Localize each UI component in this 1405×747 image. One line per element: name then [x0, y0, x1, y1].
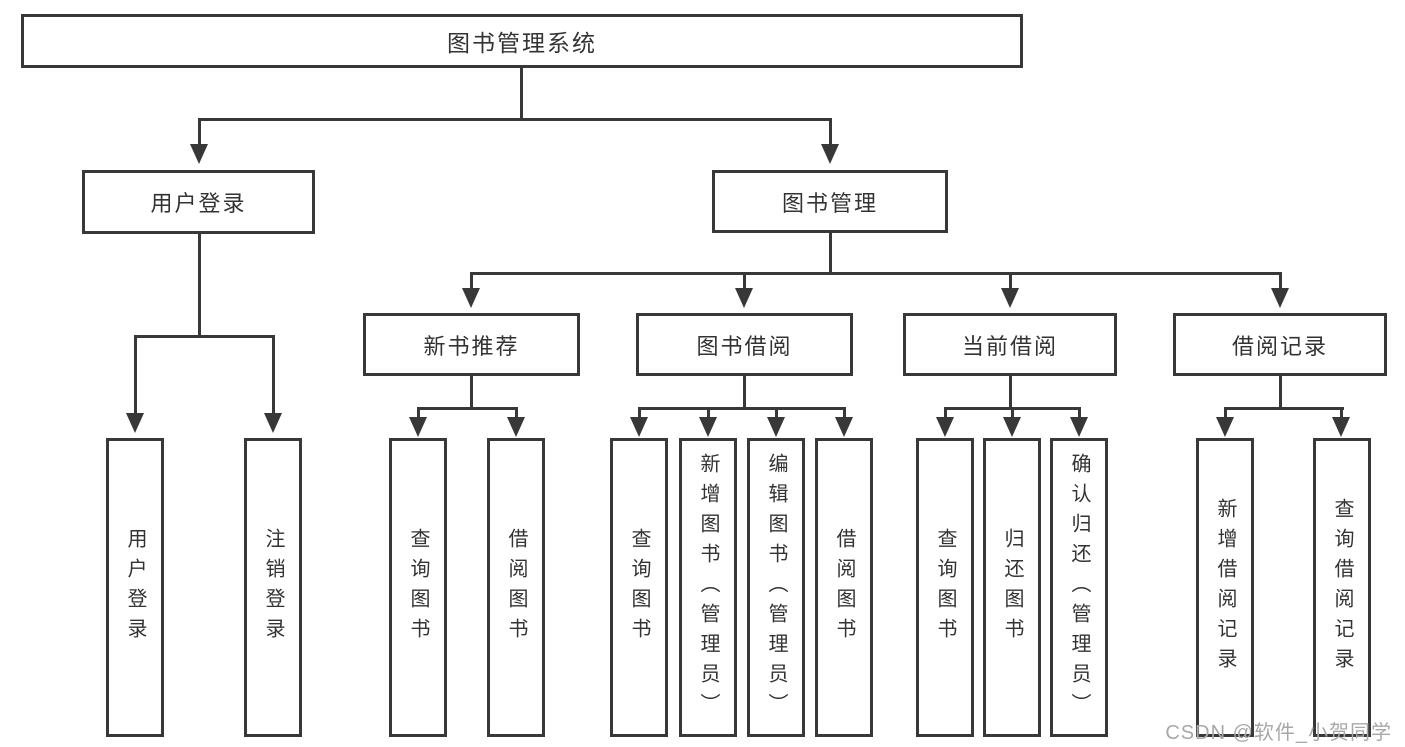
connector-line: [198, 118, 831, 121]
connector-line: [843, 407, 846, 419]
connector-line: [417, 407, 420, 419]
connector-line: [638, 407, 641, 419]
connector-line: [707, 407, 710, 419]
connector-line: [1009, 376, 1012, 410]
node-book-borrowing: 图书借阅: [636, 313, 853, 376]
connector-line: [1279, 376, 1282, 410]
arrowhead-down-icon: [1070, 417, 1088, 437]
leaf-cb-confirm-return-admin: 确认归还（管理员）: [1050, 438, 1108, 737]
leaf-logout-login: 注销登录: [244, 438, 302, 737]
node-user-login: 用户登录: [82, 170, 315, 234]
connector-line: [134, 335, 275, 338]
connector-line: [134, 335, 137, 415]
connector-line: [1340, 407, 1343, 419]
arrowhead-down-icon: [462, 288, 480, 308]
arrowhead-down-icon: [190, 144, 208, 164]
connector-line: [470, 272, 1282, 275]
arrowhead-down-icon: [126, 413, 144, 433]
leaf-bb-query-books: 查询图书: [610, 438, 668, 737]
arrowhead-down-icon: [1003, 417, 1021, 437]
connector-line: [272, 335, 275, 415]
node-label: 图书借阅: [696, 333, 793, 359]
connector-line: [743, 376, 746, 410]
node-label: 查询借阅记录: [1331, 497, 1353, 678]
connector-line: [520, 68, 523, 121]
connector-line: [743, 272, 746, 288]
connector-line: [470, 272, 473, 288]
node-library-management-system: 图书管理系统: [21, 14, 1023, 68]
node-label: 借阅图书: [505, 527, 527, 648]
arrowhead-down-icon: [699, 417, 717, 437]
node-label: 查询图书: [934, 527, 956, 648]
node-label: 借阅图书: [833, 527, 855, 648]
connector-line: [1224, 407, 1344, 410]
connector-line: [198, 118, 201, 146]
node-borrowing-records: 借阅记录: [1173, 313, 1387, 376]
connector-line: [829, 118, 832, 146]
node-label: 编辑图书（管理员）: [765, 452, 787, 723]
arrowhead-down-icon: [630, 417, 648, 437]
leaf-cb-query-books: 查询图书: [916, 438, 974, 737]
connector-line: [1078, 407, 1081, 419]
arrowhead-down-icon: [735, 288, 753, 308]
connector-line: [470, 376, 473, 410]
csdn-watermark: CSDN @软件_小贺同学: [1165, 722, 1392, 744]
connector-line: [944, 407, 947, 419]
node-label: 用户登录: [150, 191, 247, 216]
arrowhead-down-icon: [767, 417, 785, 437]
connector-line: [1224, 407, 1227, 419]
node-label: 查询图书: [407, 527, 429, 648]
leaf-bb-edit-books-admin: 编辑图书（管理员）: [747, 438, 805, 737]
connector-line: [1011, 407, 1014, 419]
node-label: 新书推荐: [423, 333, 520, 359]
leaf-br-add-borrow-record: 新增借阅记录: [1196, 438, 1254, 737]
connector-line: [1279, 272, 1282, 288]
connector-line: [829, 233, 832, 275]
connector-line: [198, 234, 201, 338]
node-label: 新增图书（管理员）: [697, 452, 719, 723]
arrowhead-down-icon: [1216, 417, 1234, 437]
node-label: 查询图书: [628, 527, 650, 648]
node-label: 用户登录: [124, 527, 146, 648]
connector-line: [638, 407, 846, 410]
leaf-bb-borrow-books: 借阅图书: [815, 438, 873, 737]
node-label: 图书管理系统: [447, 30, 597, 56]
node-current-borrowing: 当前借阅: [903, 313, 1117, 376]
arrowhead-down-icon: [409, 417, 427, 437]
node-label: 注销登录: [262, 527, 284, 648]
arrowhead-down-icon: [1001, 288, 1019, 308]
leaf-nbr-borrow-books: 借阅图书: [487, 438, 545, 737]
leaf-nbr-query-books: 查询图书: [389, 438, 447, 737]
connector-line: [417, 407, 518, 410]
arrowhead-down-icon: [835, 417, 853, 437]
arrowhead-down-icon: [936, 417, 954, 437]
node-label: 确认归还（管理员）: [1068, 452, 1090, 723]
node-label: 当前借阅: [961, 333, 1058, 359]
arrowhead-down-icon: [1332, 417, 1350, 437]
leaf-user-login: 用户登录: [106, 438, 164, 737]
connector-line: [1009, 272, 1012, 288]
connector-line: [775, 407, 778, 419]
arrowhead-down-icon: [821, 144, 839, 164]
node-label: 图书管理: [781, 190, 878, 216]
node-book-management: 图书管理: [712, 170, 948, 233]
arrowhead-down-icon: [1271, 288, 1289, 308]
connector-line: [515, 407, 518, 419]
leaf-cb-return-books: 归还图书: [983, 438, 1041, 737]
node-label: 归还图书: [1001, 527, 1023, 648]
node-label: 新增借阅记录: [1214, 497, 1236, 678]
leaf-br-query-borrow-record: 查询借阅记录: [1313, 438, 1371, 737]
node-label: 借阅记录: [1231, 333, 1328, 359]
node-new-book-recommendation: 新书推荐: [363, 313, 580, 376]
leaf-bb-add-books-admin: 新增图书（管理员）: [679, 438, 737, 737]
arrowhead-down-icon: [507, 417, 525, 437]
arrowhead-down-icon: [264, 413, 282, 433]
